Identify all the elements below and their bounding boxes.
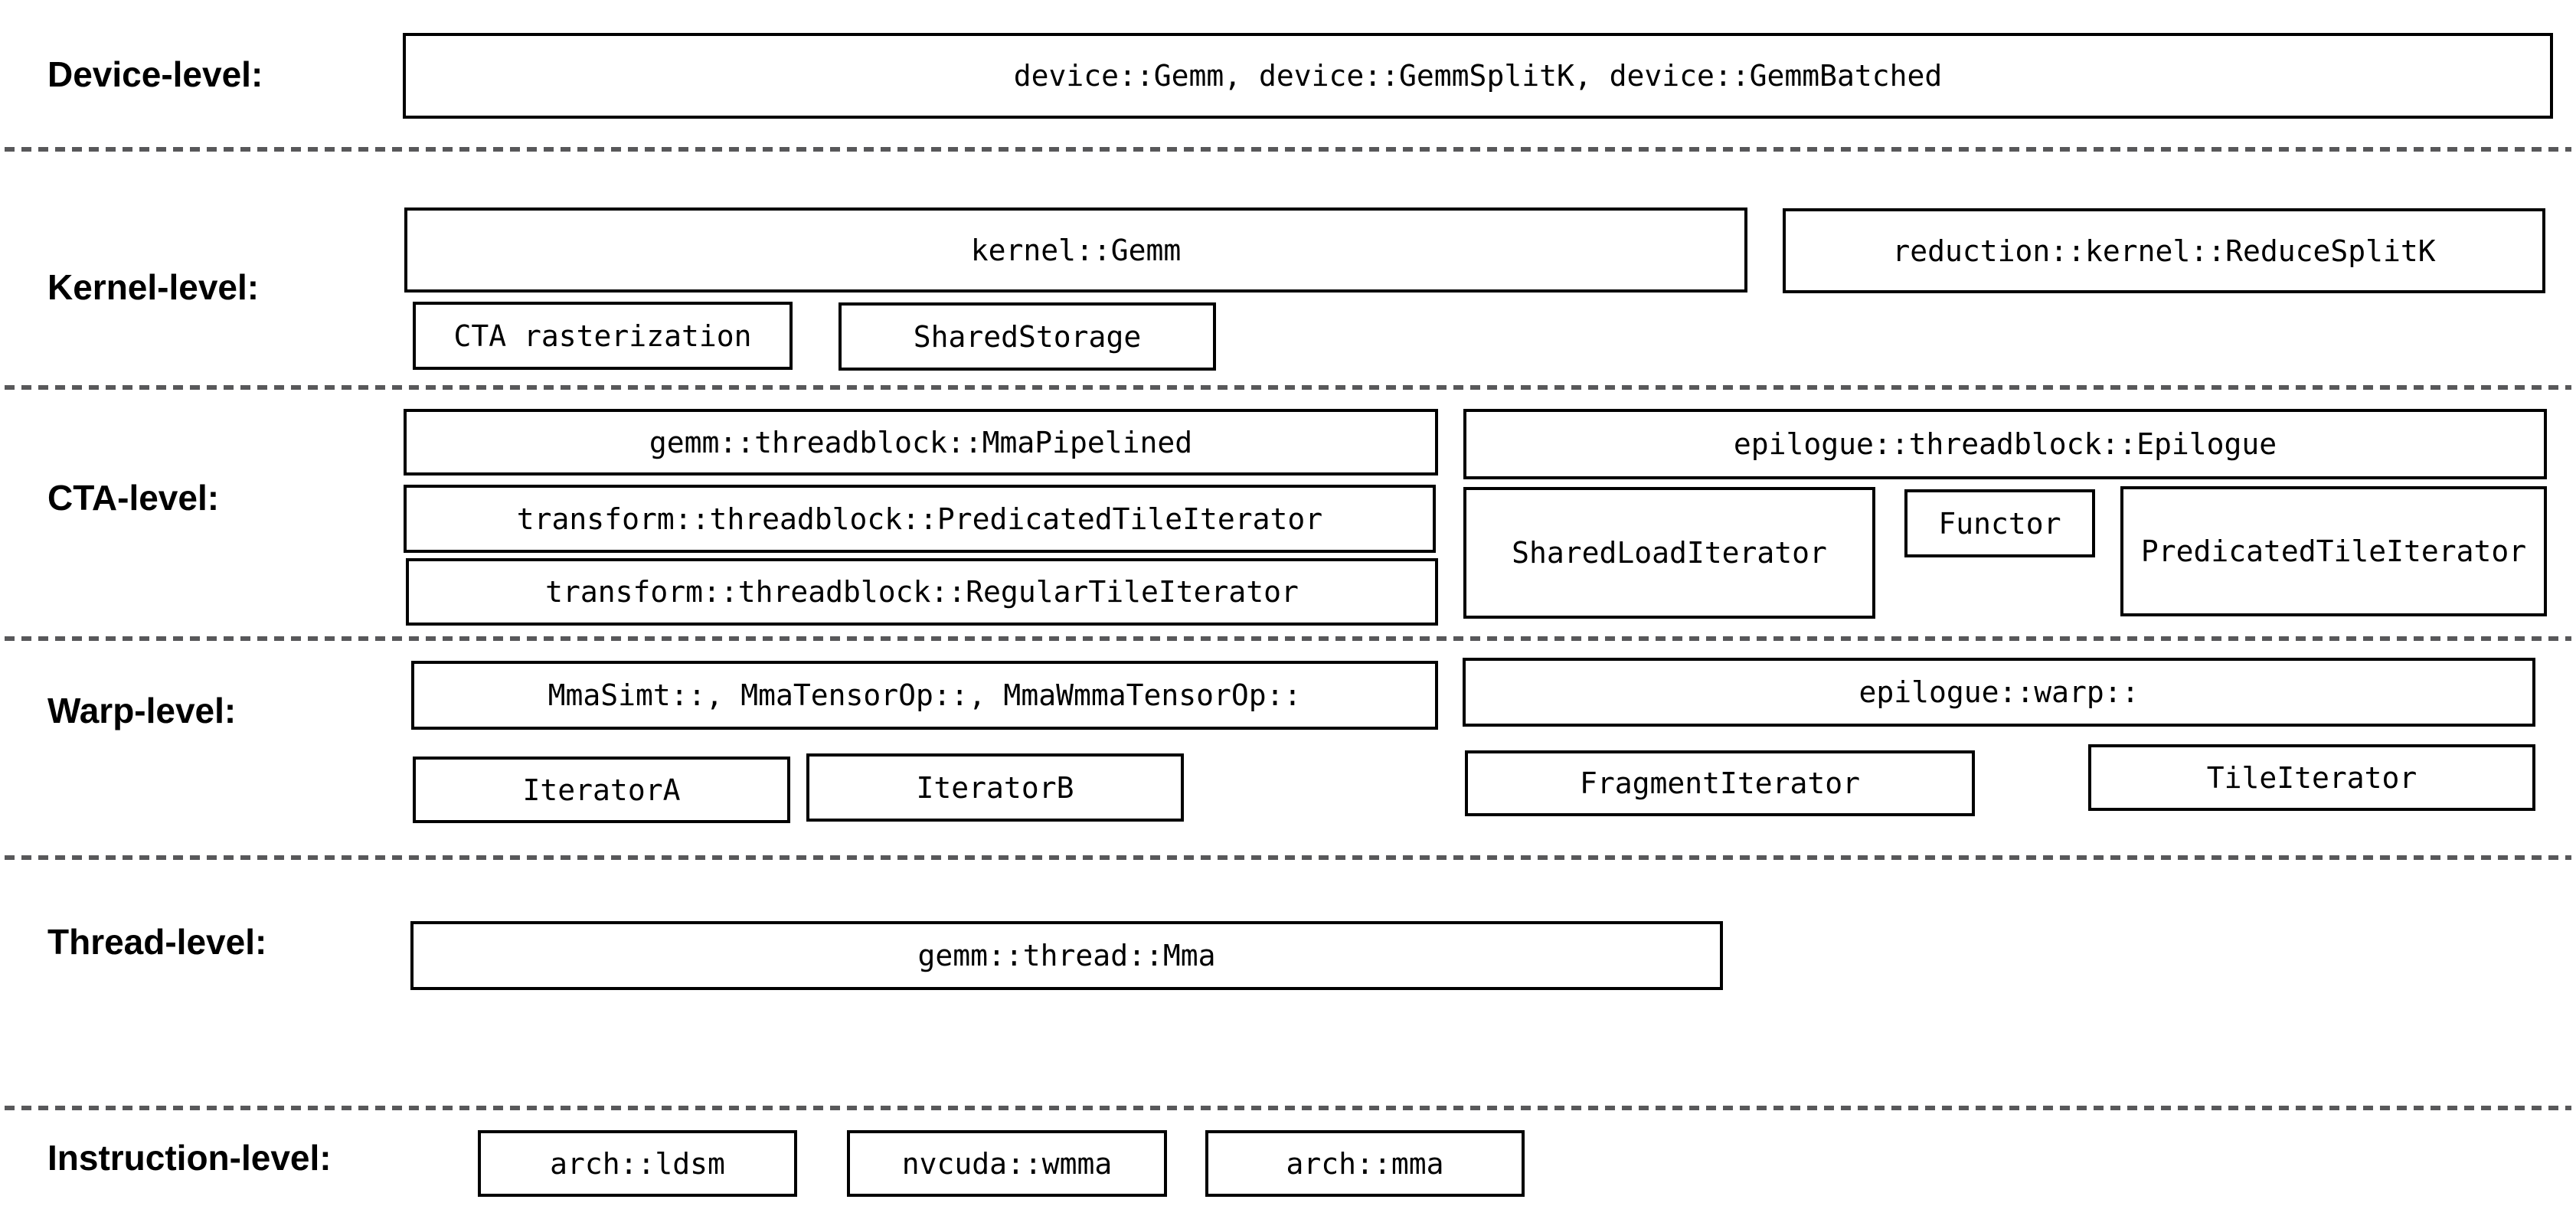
level-label-thread: Thread-level: xyxy=(47,922,267,962)
box-gemm-threadblock-mma-pipelined: gemm::threadblock::MmaPipelined xyxy=(404,409,1438,476)
level-label-kernel: Kernel-level: xyxy=(47,267,260,307)
level-label-warp: Warp-level: xyxy=(47,691,237,730)
level-label-instruction: Instruction-level: xyxy=(47,1138,332,1178)
box-epilogue-warp: epilogue::warp:: xyxy=(1463,658,2535,727)
box-iterator-b: IteratorB xyxy=(806,753,1184,822)
divider-thread-instruction xyxy=(5,1106,2571,1110)
box-kernel-gemm: kernel::Gemm xyxy=(404,208,1747,292)
divider-warp-thread xyxy=(5,855,2571,860)
box-shared-load-iterator: SharedLoadIterator xyxy=(1463,487,1875,619)
box-fragment-iterator: FragmentIterator xyxy=(1465,750,1975,816)
box-transform-threadblock-regular-tile-iterator: transform::threadblock::RegularTileItera… xyxy=(406,558,1438,626)
box-cta-rasterization: CTA rasterization xyxy=(413,302,793,370)
box-epilogue-predicated-tile-iterator: PredicatedTileIterator xyxy=(2120,486,2547,616)
box-transform-threadblock-predicated-tile-iterator: transform::threadblock::PredicatedTileIt… xyxy=(404,485,1436,553)
box-functor: Functor xyxy=(1904,489,2095,557)
level-label-device: Device-level: xyxy=(47,54,263,94)
box-iterator-a: IteratorA xyxy=(413,757,790,823)
box-warp-mma-variants: MmaSimt::, MmaTensorOp::, MmaWmmaTensorO… xyxy=(411,661,1438,730)
box-device-gemm: device::Gemm, device::GemmSplitK, device… xyxy=(403,33,2553,119)
divider-cta-warp xyxy=(5,636,2571,641)
box-gemm-thread-mma: gemm::thread::Mma xyxy=(410,921,1723,990)
divider-kernel-cta xyxy=(5,385,2571,390)
level-label-cta: CTA-level: xyxy=(47,478,220,518)
box-arch-mma: arch::mma xyxy=(1205,1130,1525,1197)
box-reduction-kernel-reduce-splitk: reduction::kernel::ReduceSplitK xyxy=(1783,208,2545,293)
box-arch-ldsm: arch::ldsm xyxy=(478,1130,797,1197)
box-tile-iterator: TileIterator xyxy=(2088,744,2535,811)
divider-device-kernel xyxy=(5,147,2571,152)
box-epilogue-threadblock-epilogue: epilogue::threadblock::Epilogue xyxy=(1463,409,2547,479)
box-shared-storage: SharedStorage xyxy=(839,302,1216,371)
box-nvcuda-wmma: nvcuda::wmma xyxy=(847,1130,1167,1197)
